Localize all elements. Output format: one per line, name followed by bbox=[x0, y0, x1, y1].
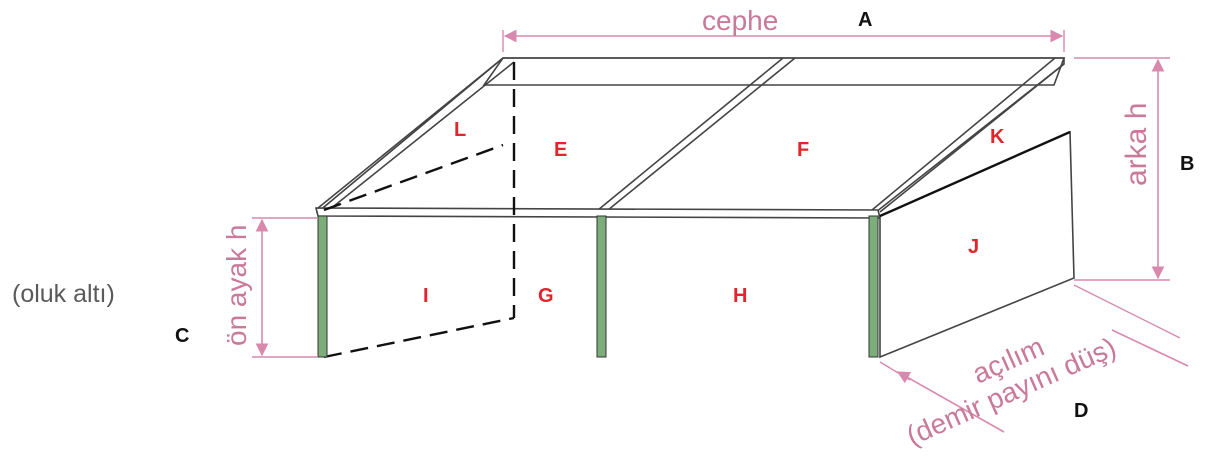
panel-l: L bbox=[454, 119, 466, 141]
panel-j: J bbox=[968, 236, 979, 258]
posts bbox=[317, 215, 879, 358]
panel-k: K bbox=[990, 126, 1005, 148]
roof bbox=[314, 57, 1066, 219]
post-middle bbox=[596, 215, 607, 358]
arka-h-label: arka h bbox=[1120, 103, 1153, 186]
side-panel-right bbox=[879, 130, 1075, 359]
dimension-c: ön ayak h (oluk altı) C bbox=[12, 217, 318, 358]
letter-a: A bbox=[858, 9, 872, 31]
panel-i: I bbox=[423, 285, 429, 307]
dimension-a: cephe A bbox=[502, 5, 1065, 52]
dimension-b: arka h B bbox=[1074, 57, 1194, 281]
letter-d: D bbox=[1074, 400, 1088, 422]
post-left bbox=[317, 215, 328, 358]
letter-b: B bbox=[1180, 153, 1194, 175]
panel-labels: L E F K I G H J bbox=[423, 119, 1005, 307]
on-ayak-h-label: ön ayak h bbox=[221, 225, 252, 346]
panel-g: G bbox=[538, 285, 554, 307]
oluk-alti-note: (oluk altı) bbox=[12, 280, 115, 308]
dashed-lines bbox=[323, 62, 516, 359]
letter-c: C bbox=[175, 325, 189, 347]
cephe-label: cephe bbox=[702, 5, 778, 36]
panel-f: F bbox=[797, 139, 809, 161]
post-right bbox=[868, 215, 879, 358]
panel-e: E bbox=[554, 139, 567, 161]
panel-h: H bbox=[733, 285, 747, 307]
